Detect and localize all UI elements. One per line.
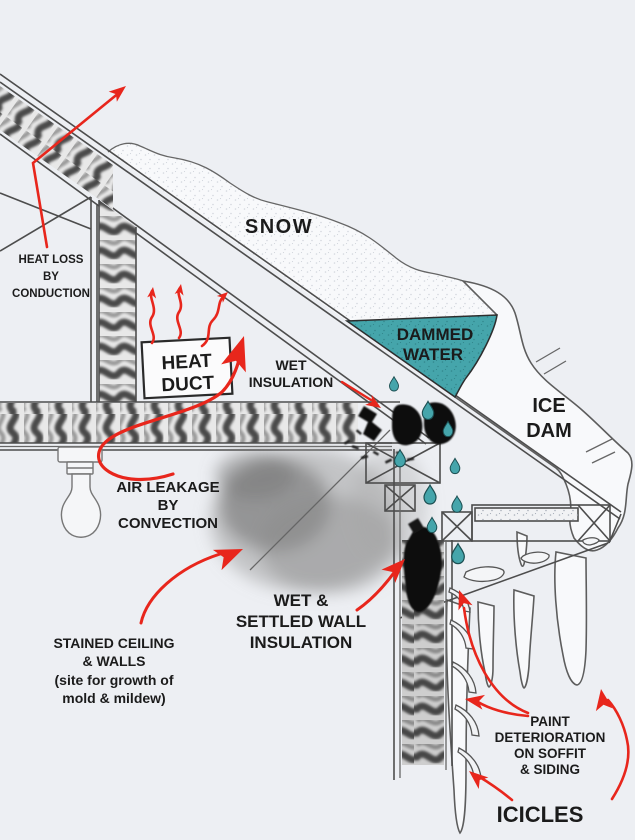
svg-text:BY: BY: [158, 497, 179, 514]
arrow-convection-wave-1: [149, 289, 156, 345]
wet-wall-insulation-blob: [403, 518, 442, 613]
arrow-convection-wave-3: [200, 295, 225, 348]
arrowhead-convection-3: [216, 292, 228, 303]
attic-wall-insulation-column: [98, 200, 137, 402]
svg-text:STAINED CEILING: STAINED CEILING: [53, 635, 174, 651]
dammed-water-label: DAMMED WATER: [397, 325, 474, 364]
svg-text:DAMMED: DAMMED: [397, 325, 474, 344]
arrowhead-stained-ceiling: [212, 549, 243, 571]
ice-dam-label: ICE DAM: [526, 395, 572, 442]
snow-label: SNOW: [245, 216, 313, 238]
arrow-wet-insulation-line: [340, 380, 373, 402]
arrowhead-air-leakage: [221, 336, 246, 373]
arrowhead-wet-insulation: [365, 394, 381, 408]
svg-text:ICE: ICE: [532, 395, 565, 417]
fascia-line: [608, 513, 622, 544]
svg-text:PAINT: PAINT: [530, 714, 570, 729]
arrowhead-wet-settled: [381, 559, 405, 583]
svg-text:SETTLED WALL: SETTLED WALL: [236, 612, 366, 631]
paint-flakes: [463, 537, 600, 583]
snow-shape: [107, 142, 505, 321]
svg-text:WET &: WET &: [274, 591, 329, 610]
svg-text:CONDUCTION: CONDUCTION: [12, 288, 90, 300]
roof-deck: [0, 73, 622, 544]
svg-text:INSULATION: INSULATION: [249, 374, 334, 390]
heat-loss-label: HEAT LOSS BY CONDUCTION: [12, 254, 90, 300]
svg-text:INSULATION: INSULATION: [250, 633, 353, 652]
heat-duct-box: HEAT DUCT: [140, 336, 234, 400]
arrowhead-paint-soffit: [458, 590, 473, 611]
heat-duct-label-line2: DUCT: [161, 373, 215, 397]
svg-text:AIR LEAKAGE: AIR LEAKAGE: [116, 479, 219, 496]
roof-insulation-batt: [0, 86, 113, 209]
svg-text:DAM: DAM: [526, 420, 572, 442]
ceiling-insulation: [0, 401, 400, 451]
exterior-wall: [393, 449, 453, 780]
light-bulb: [57, 446, 103, 538]
svg-text:CONVECTION: CONVECTION: [118, 515, 218, 532]
svg-text:DETERIORATION: DETERIORATION: [495, 730, 606, 745]
arrow-convection-wave-2: [176, 286, 183, 340]
arrow-heat-loss-line: [31, 90, 122, 249]
ice-shine-marks: [535, 347, 616, 464]
dammed-water-shape: [344, 314, 498, 399]
svg-text:BY: BY: [43, 271, 59, 283]
air-leakage-label: AIR LEAKAGE BY CONVECTION: [116, 479, 219, 532]
paint-deterioration-label: PAINT DETERIORATION ON SOFFIT & SIDING: [495, 714, 606, 777]
wet-settled-label: WET & SETTLED WALL INSULATION: [236, 591, 366, 652]
svg-text:& SIDING: & SIDING: [520, 762, 580, 777]
arrowhead-convection-1: [147, 287, 157, 299]
arrowhead-convection-2: [174, 284, 184, 296]
svg-text:& WALLS: & WALLS: [83, 653, 146, 669]
svg-text:ON SOFFIT: ON SOFFIT: [514, 746, 587, 761]
ceiling-stain-smudge: [210, 447, 428, 593]
red-arrows: [31, 86, 630, 802]
wet-insulation-label: WET INSULATION: [249, 357, 334, 390]
gable-wall: [0, 192, 98, 402]
eave-framing: [365, 442, 611, 619]
arrow-wet-settled-line: [355, 568, 398, 612]
svg-text:WET: WET: [275, 357, 307, 373]
arrowhead-icicles-right: [595, 689, 613, 712]
arrowhead-paint-siding: [465, 694, 486, 710]
heat-duct-label-line1: HEAT: [161, 351, 213, 375]
arrow-icicles-right-line: [606, 698, 630, 801]
arrowhead-icicles-left: [469, 771, 489, 789]
svg-text:HEAT LOSS: HEAT LOSS: [19, 254, 84, 266]
arrow-stained-ceiling-line: [139, 552, 222, 625]
icicles-label: ICICLES: [497, 802, 584, 827]
svg-text:mold & mildew): mold & mildew): [62, 690, 165, 706]
stained-ceiling-label: STAINED CEILING & WALLS (site for growth…: [53, 635, 174, 706]
arrow-paint-soffit-line: [462, 606, 530, 715]
arrow-paint-siding-line: [476, 700, 530, 718]
svg-text:WATER: WATER: [403, 345, 463, 364]
svg-text:(site for growth of: (site for growth of: [55, 672, 174, 688]
text-labels: HEAT LOSS BY CONDUCTION SNOW WET INSULAT…: [12, 216, 605, 827]
arrowhead-heat-loss: [108, 86, 126, 102]
arrow-air-leakage-line: [97, 346, 244, 481]
